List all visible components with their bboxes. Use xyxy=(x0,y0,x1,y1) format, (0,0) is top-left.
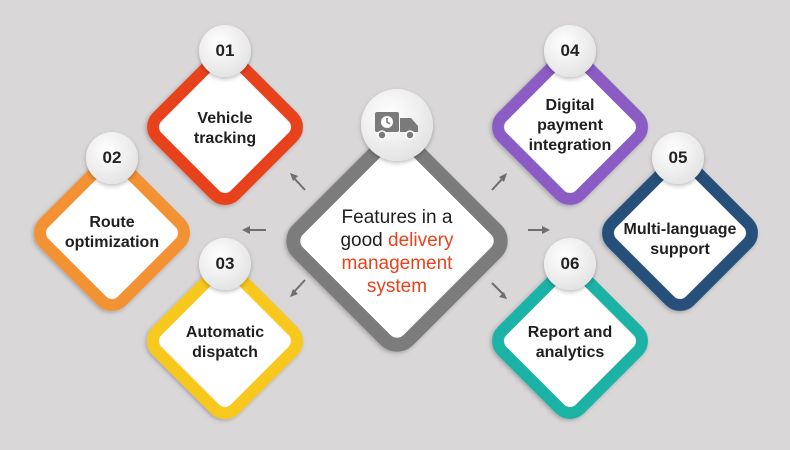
center-title-plain: good xyxy=(340,230,389,251)
badge-number-02: 02 xyxy=(102,148,122,167)
feature-diamond-02 xyxy=(34,155,190,311)
arrow-to-04 xyxy=(491,177,504,191)
badge-number-04: 04 xyxy=(560,41,580,60)
center-title-line-2: good delivery xyxy=(340,229,453,252)
center-title-line-4: system xyxy=(366,276,428,297)
badge-number-05: 05 xyxy=(668,148,688,167)
arrowhead-02 xyxy=(242,226,250,234)
feature-label-digital-payment: Digital payment integration xyxy=(528,97,612,154)
center-title: Features in a good delivery management s… xyxy=(340,206,453,298)
arrow-to-06 xyxy=(491,282,504,295)
center-title-line-1: Features in a xyxy=(341,207,453,228)
number-bubble-05 xyxy=(652,132,704,184)
feature-label-multi-language: Multi-language support xyxy=(623,221,737,258)
number-bubble-02 xyxy=(86,132,138,184)
badge-number-06: 06 xyxy=(560,254,580,273)
feature-diamond-06 xyxy=(492,263,648,419)
number-bubble-01 xyxy=(199,25,251,77)
feature-diamond-04 xyxy=(492,49,648,205)
connector-arrows xyxy=(242,173,550,299)
feature-diamonds xyxy=(34,25,758,419)
arrow-to-01 xyxy=(292,176,306,191)
arrow-to-03 xyxy=(292,279,306,294)
feature-diamond-03 xyxy=(147,263,303,419)
feature-label-report-analytics: Report and analytics xyxy=(527,324,613,361)
feature-label-automatic-dispatch: Automatic dispatch xyxy=(185,324,265,361)
arrowhead-03 xyxy=(290,289,298,297)
arrowhead-06 xyxy=(499,292,507,299)
number-bubble-04 xyxy=(544,25,596,77)
number-bubble-03 xyxy=(199,238,251,290)
center-diamond-shape xyxy=(286,130,508,352)
feature-diamond-05 xyxy=(602,155,758,311)
arrowhead-01 xyxy=(290,173,298,181)
feature-label-route-optimization: Route optimization xyxy=(64,214,160,251)
arrowhead-04 xyxy=(499,173,507,182)
center-diamond xyxy=(286,89,508,352)
badge-number-03: 03 xyxy=(215,254,235,273)
feature-diamond-01 xyxy=(147,49,303,205)
badge-number-01: 01 xyxy=(215,41,235,60)
delivery-truck-clock-icon xyxy=(375,112,418,140)
center-title-accent: delivery xyxy=(388,230,454,251)
arrowhead-05 xyxy=(542,226,550,234)
feature-label-vehicle-tracking: Vehicle tracking xyxy=(193,110,257,147)
number-bubble-06 xyxy=(544,238,596,290)
center-title-line-3: management xyxy=(341,253,453,274)
